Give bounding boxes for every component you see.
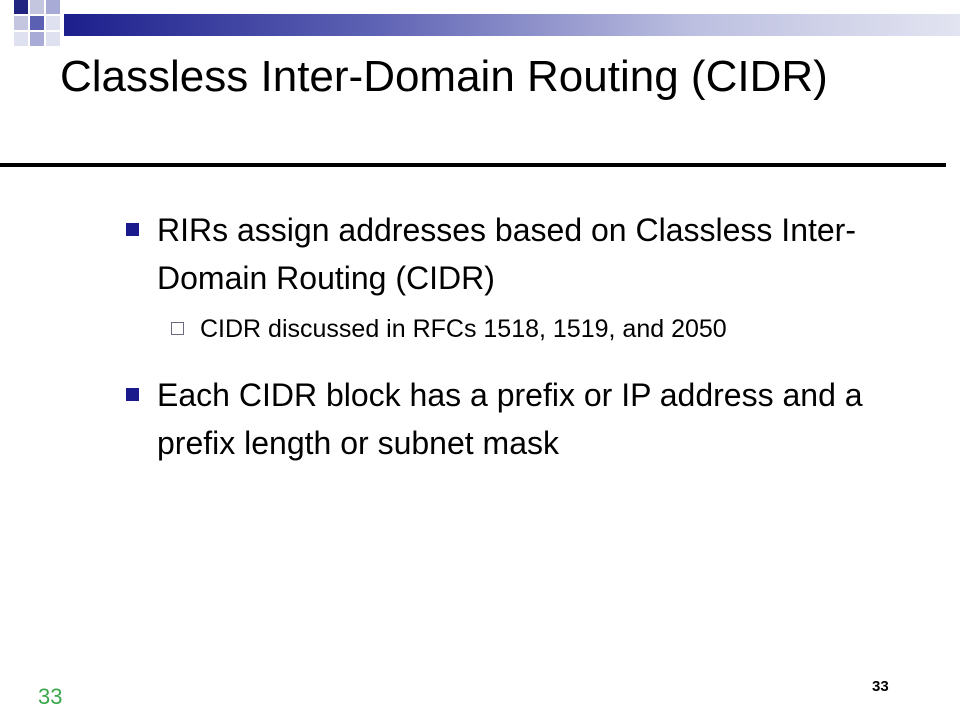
decor-square [46,0,60,14]
decor-square [14,16,28,30]
slide-title: Classless Inter-Domain Routing (CIDR) [60,52,828,101]
decor-square [30,32,44,46]
slide-body: RIRs assign addresses based on Classless… [120,206,920,483]
page-number-right: 33 [872,678,889,695]
sub-bullet-text: CIDR discussed in RFCs 1518, 1519, and 2… [200,315,727,343]
decor-square [30,0,44,14]
square-bullet-icon [126,223,139,236]
decor-square [46,32,60,46]
bullet-text: Each CIDR block has a prefix or IP addre… [157,377,863,461]
header-gradient-bar [64,14,960,36]
decor-square [14,32,28,46]
sub-bullet-item: CIDR discussed in RFCs 1518, 1519, and 2… [120,312,920,347]
title-divider [0,163,946,167]
bullet-text: RIRs assign addresses based on Classless… [157,212,856,296]
decor-square [46,16,60,30]
decor-square [14,0,28,14]
bullet-item: RIRs assign addresses based on Classless… [120,206,920,302]
decor-square [30,16,44,30]
hollow-square-bullet-icon [171,322,184,335]
bullet-item: Each CIDR block has a prefix or IP addre… [120,371,920,467]
page-number-left: 33 [38,684,63,709]
square-bullet-icon [126,388,139,401]
